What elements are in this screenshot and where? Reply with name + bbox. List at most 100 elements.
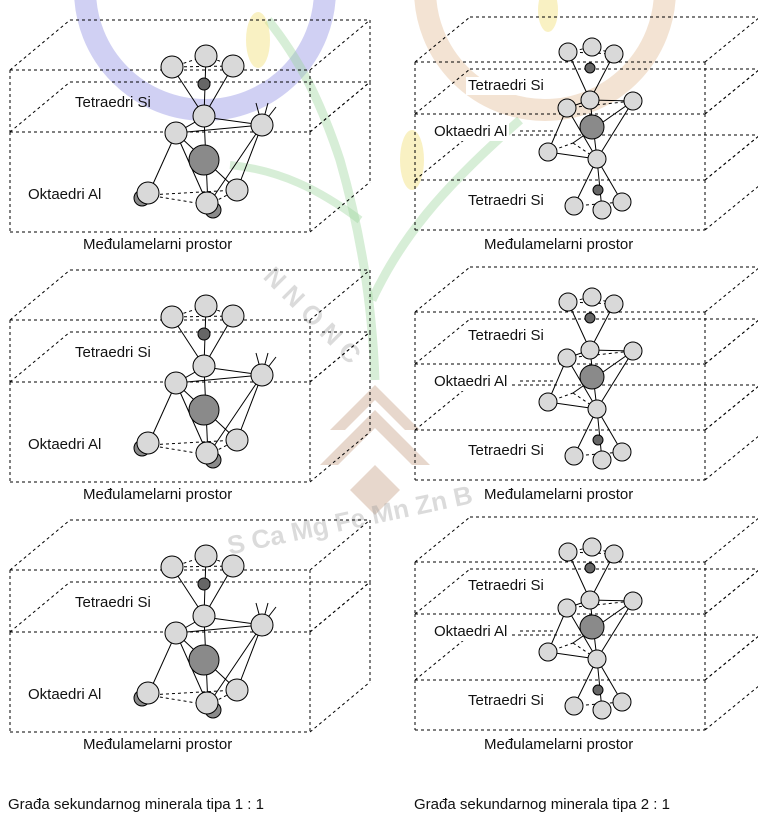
- interlayer-label: Međulamelarni prostor: [484, 236, 634, 253]
- oxygen-atom: [623, 341, 643, 361]
- label-tetraedri-si: Tetraedri Si: [466, 692, 546, 710]
- hydroxyl-atom: [195, 441, 219, 465]
- interlayer-label: Međulamelarni prostor: [484, 736, 634, 753]
- box-edge: [309, 431, 371, 483]
- box-edge: [414, 68, 471, 115]
- oxygen-atom: [582, 287, 602, 307]
- box-edge: [414, 516, 471, 563]
- box-edge: [309, 81, 371, 133]
- box-edge: [704, 435, 758, 481]
- oxygen-atom: [557, 98, 577, 118]
- aluminium-atom: [188, 644, 220, 676]
- box-edge: [704, 517, 758, 563]
- oxygen-atom: [160, 55, 184, 79]
- silicon-atom: [592, 684, 604, 696]
- bond: [596, 350, 634, 410]
- oxygen-atom: [587, 149, 607, 169]
- oxygen-atom: [160, 555, 184, 579]
- watermark-chevron-1: [330, 385, 420, 430]
- oxygen-atom: [557, 348, 577, 368]
- tetrahedral-layer-box: [9, 269, 371, 383]
- box-edge: [704, 635, 758, 681]
- box-edge: [704, 385, 758, 431]
- caption-type-1-1: Građa sekundarnog minerala tipa 1 : 1: [8, 796, 264, 813]
- bond: [175, 374, 263, 384]
- box-edge: [309, 331, 371, 383]
- silicon-atom: [584, 62, 596, 74]
- bond: [175, 624, 263, 634]
- tetrahedral-layer-box: [414, 634, 758, 731]
- oxygen-atom: [250, 363, 274, 387]
- tetrahedral-layer-box: [9, 19, 371, 133]
- box-edge: [704, 135, 758, 181]
- aluminium-atom: [579, 614, 605, 640]
- box-edge: [309, 19, 371, 71]
- oxygen-atom: [580, 90, 600, 110]
- oxygen-atom: [564, 196, 584, 216]
- hydroxyl-atom: [136, 431, 160, 455]
- oxygen-atom: [582, 37, 602, 57]
- box-edge: [309, 681, 371, 733]
- bond: [236, 374, 263, 441]
- bond: [147, 439, 238, 446]
- label-tetraedri-si: Tetraedri Si: [466, 192, 546, 210]
- oxygen-atom: [221, 54, 245, 78]
- oxygen-atom: [538, 142, 558, 162]
- box-edge: [704, 569, 758, 615]
- oxygen-atom: [558, 42, 578, 62]
- box-edge: [9, 19, 71, 71]
- oxygen-atom: [612, 442, 632, 462]
- oxygen-atom: [538, 642, 558, 662]
- box-edge: [9, 581, 71, 633]
- bond: [175, 124, 263, 134]
- bond: [547, 392, 574, 403]
- aluminium-atom: [188, 394, 220, 426]
- oxygen-atom: [604, 44, 624, 64]
- box-edge: [704, 267, 758, 313]
- hydroxyl-atom: [136, 181, 160, 205]
- label-oktaedri-al: Oktaedri Al: [432, 123, 510, 141]
- oxygen-atom: [557, 598, 577, 618]
- silicon-atom: [592, 184, 604, 196]
- label-oktaedri-al: Oktaedri Al: [432, 623, 510, 641]
- oxygen-atom: [558, 542, 578, 562]
- oxygen-atom: [564, 696, 584, 716]
- oxygen-atom: [221, 304, 245, 328]
- caption-type-2-1: Građa sekundarnog minerala tipa 2 : 1: [414, 796, 670, 813]
- box-edge: [414, 384, 471, 431]
- bond: [547, 142, 574, 153]
- oxygen-atom: [194, 44, 218, 68]
- oxygen-atom: [587, 649, 607, 669]
- tetrahedral-layer-box: [414, 134, 758, 231]
- box-edge: [309, 269, 371, 321]
- box-edge: [704, 385, 758, 431]
- box-edge: [414, 16, 471, 63]
- box-edge: [704, 69, 758, 115]
- box-edge: [9, 81, 71, 133]
- box-edge: [9, 331, 71, 383]
- bond: [205, 305, 234, 317]
- oxygen-atom: [538, 392, 558, 412]
- oxygen-atom: [221, 554, 245, 578]
- box-edge: [704, 185, 758, 231]
- watermark-corn-1: [400, 130, 424, 190]
- silicon-atom: [584, 312, 596, 324]
- box-edge: [309, 519, 371, 571]
- bond: [596, 600, 634, 660]
- interlayer-label: Međulamelarni prostor: [83, 736, 233, 753]
- bond: [236, 624, 263, 691]
- oxygen-atom: [192, 354, 216, 378]
- silicon-atom: [197, 577, 211, 591]
- bond: [566, 100, 634, 109]
- label-tetraedri-si: Tetraedri Si: [466, 577, 546, 595]
- oxygen-atom: [587, 399, 607, 419]
- oxygen-atom: [164, 621, 188, 645]
- watermark-branch: [367, 116, 523, 302]
- oxygen-atom: [580, 340, 600, 360]
- watermark-orange-ring: [414, 0, 676, 121]
- tetrahedral-layer-box: [9, 519, 371, 633]
- oxygen-atom: [250, 113, 274, 137]
- oxygen-atom: [250, 613, 274, 637]
- watermark-corn-3: [538, 0, 558, 32]
